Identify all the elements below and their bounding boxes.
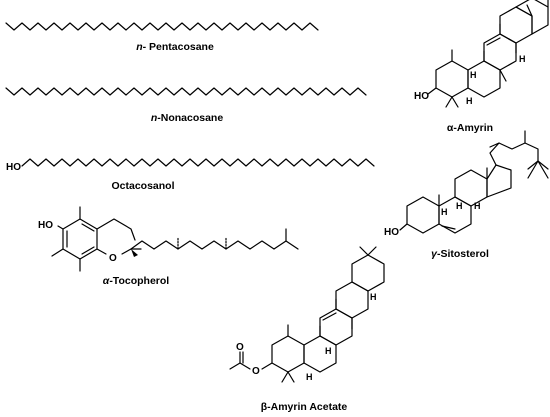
tocopherol-ring-oxygen: O bbox=[109, 253, 117, 264]
alpha-amyrin-h3: H bbox=[519, 54, 526, 64]
nonacosane-chain bbox=[5, 87, 367, 96]
bamy-h2: H bbox=[325, 346, 332, 356]
sitosterol-side-chain bbox=[489, 142, 549, 170]
sitosterol-h3: H bbox=[474, 201, 481, 211]
tocopherol-structure: HO O bbox=[38, 206, 299, 272]
alpha-amyrin-structure: HO H H H bbox=[414, 0, 549, 108]
octacosanol-label: Octacosanol bbox=[111, 180, 174, 192]
alpha-amyrin-h2: H bbox=[466, 96, 473, 106]
sitosterol-ring-d bbox=[486, 164, 512, 198]
sitosterol-hydroxyl: HO bbox=[384, 227, 399, 238]
bamy-ring-d bbox=[335, 281, 369, 319]
alpha-amyrin-ring-c bbox=[483, 33, 517, 71]
tocopherol-hydroxyl: HO bbox=[38, 220, 53, 231]
beta-amyrin-acetate-label: β-Amyrin Acetate bbox=[261, 401, 348, 413]
octacosanol-structure: HO bbox=[6, 158, 375, 173]
tocopherol-side-chain bbox=[130, 240, 299, 250]
alpha-amyrin-label: α-Amyrin bbox=[447, 122, 493, 134]
alpha-amyrin-ring-e bbox=[515, 0, 549, 35]
alpha-amyrin-hydroxyl: HO bbox=[414, 91, 429, 102]
alpha-amyrin-h1: H bbox=[470, 70, 477, 80]
sitosterol-ring-a bbox=[406, 196, 440, 234]
alpha-amyrin-ring-d bbox=[499, 6, 533, 44]
sitosterol-h2: H bbox=[456, 201, 463, 211]
alpha-amyrin-ring-a bbox=[435, 60, 469, 98]
bamy-ring-a bbox=[271, 335, 305, 373]
nonacosane-label: n-Nonacosane bbox=[151, 112, 224, 124]
pentacosane-structure bbox=[5, 22, 319, 31]
bamy-ring-e bbox=[351, 254, 385, 292]
sitosterol-structure: HO H H H bbox=[384, 130, 549, 238]
tocopherol-pyran-ring bbox=[96, 218, 136, 241]
sitosterol-label: γ-Sitosterol bbox=[431, 248, 489, 260]
octacosanol-chain bbox=[21, 158, 375, 167]
tocopherol-aromatic-ring bbox=[62, 218, 98, 260]
tocopherol-label: α-Tocopherol bbox=[103, 275, 169, 287]
pentacosane-chain bbox=[5, 22, 319, 31]
bamy-h1: H bbox=[306, 372, 313, 382]
bamy-ester-oxygen: O bbox=[252, 366, 260, 377]
bamy-h3: H bbox=[370, 292, 377, 302]
sitosterol-h1: H bbox=[441, 207, 448, 217]
beta-amyrin-acetate-structure: O O H H H bbox=[229, 246, 385, 383]
bamy-carbonyl-oxygen: O bbox=[236, 342, 244, 353]
octacosanol-hydroxyl: HO bbox=[6, 162, 21, 173]
nonacosane-structure bbox=[5, 87, 367, 96]
pentacosane-label: n- Pentacosane bbox=[136, 41, 214, 53]
bamy-ring-c bbox=[319, 308, 353, 346]
